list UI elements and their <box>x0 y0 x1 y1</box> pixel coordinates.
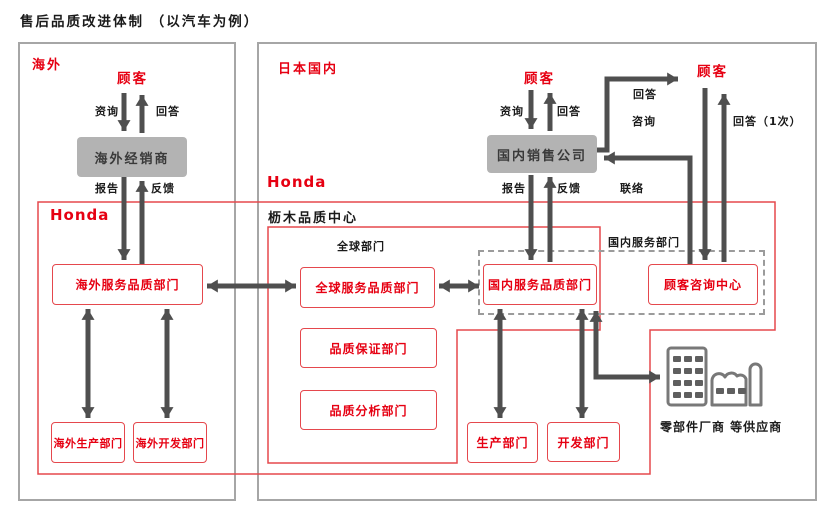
japan-answer-label: 回答 <box>557 105 581 118</box>
overseas-service-quality-box: 海外服务品质部门 <box>52 264 203 305</box>
overseas-feedback-label: 反馈 <box>151 182 175 195</box>
japan-inquiry-label: 资询 <box>500 105 524 118</box>
overseas-answer-label: 回答 <box>156 105 180 118</box>
overseas-dealer-box: 海外经销商 <box>77 137 187 177</box>
japan-region-label: 日本国内 <box>278 62 339 77</box>
honda-label-overseas: Honda <box>50 206 110 224</box>
overseas-production-box: 海外生产部门 <box>51 422 125 463</box>
customer-japan-right: 顾客 <box>697 64 728 80</box>
production-box: 生产部门 <box>467 422 538 463</box>
contact-label: 联络 <box>620 182 644 195</box>
tochigi-center-label: 枥木品质中心 <box>268 211 359 226</box>
domestic-service-depts-label: 国内服务部门 <box>608 236 680 249</box>
diagram-title: 售后品质改进体制 （以汽车为例） <box>20 14 260 30</box>
development-box: 开发部门 <box>547 422 620 462</box>
overseas-development-box: 海外开发部门 <box>133 422 207 463</box>
overseas-report-label: 报告 <box>95 182 119 195</box>
domestic-service-quality-box: 国内服务品质部门 <box>483 264 597 305</box>
global-service-quality-box: 全球服务品质部门 <box>300 267 435 308</box>
global-depts-label: 全球部门 <box>337 240 385 253</box>
quality-assurance-box: 品质保证部门 <box>300 328 437 368</box>
customer-overseas: 顾客 <box>117 71 148 87</box>
japan-report-label: 报告 <box>502 182 526 195</box>
overseas-region-label: 海外 <box>32 58 63 73</box>
domestic-sales-company-box: 国内销售公司 <box>487 135 597 173</box>
answer-once-label: 回答（1次） <box>733 115 802 128</box>
supplier-label: 零部件厂商 等供应商 <box>660 420 783 434</box>
customer-consult-label: 咨询 <box>632 115 656 128</box>
overseas-inquiry-label: 资询 <box>95 105 119 118</box>
honda-label-japan: Honda <box>267 173 327 191</box>
customer-consultation-center-box: 顾客咨询中心 <box>648 264 758 305</box>
sales-answer-label: 回答 <box>633 88 657 101</box>
customer-japan: 顾客 <box>524 71 555 87</box>
quality-analysis-box: 品质分析部门 <box>300 390 437 430</box>
japan-feedback-label: 反馈 <box>557 182 581 195</box>
